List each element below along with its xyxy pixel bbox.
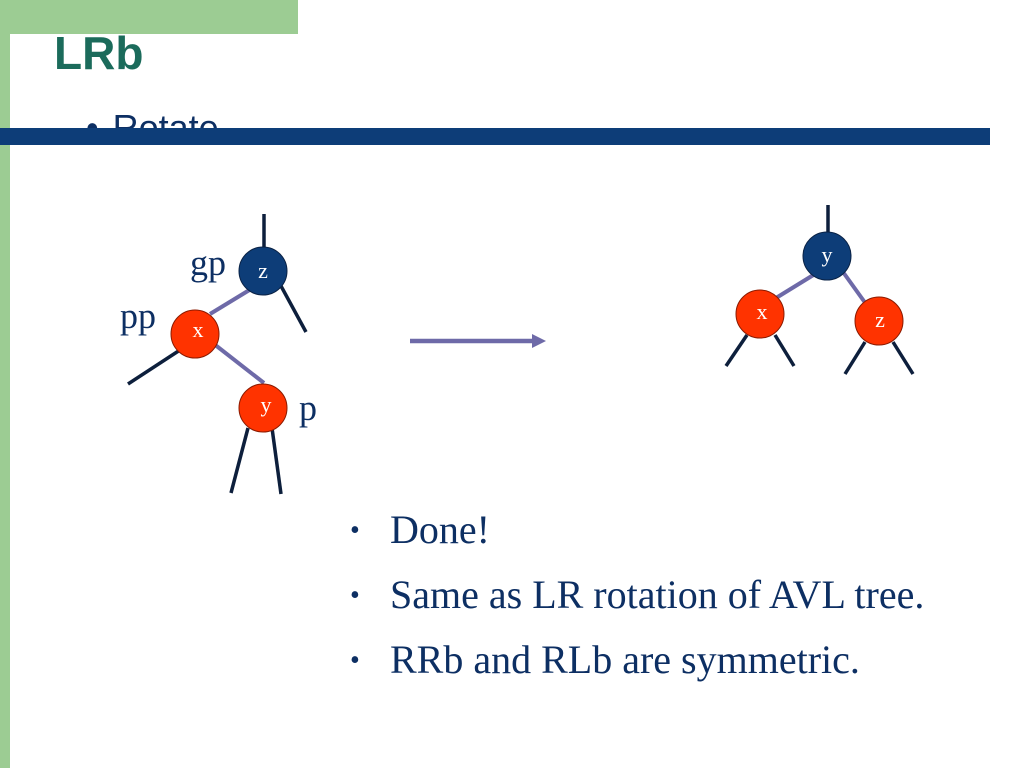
note-item: • Same as LR rotation of AVL tree.	[350, 570, 924, 635]
bullet-dot: •	[350, 645, 360, 676]
after-z-right-subtree	[891, 341, 915, 375]
green-side-band	[0, 0, 10, 768]
before-y-left-subtree	[229, 427, 250, 494]
tag-p: p	[299, 388, 317, 428]
arrow-head	[532, 334, 546, 348]
bullet-dot: •	[350, 580, 360, 611]
note-text: Done!	[390, 507, 490, 552]
before-node-y-label: y	[261, 392, 272, 417]
after-edge-y-x	[774, 272, 817, 300]
before-z-right-subtree	[279, 285, 308, 333]
before-node-y	[238, 383, 288, 433]
after-node-x	[735, 289, 785, 339]
after-z-left-subtree	[843, 341, 867, 375]
tag-pp: pp	[120, 296, 156, 336]
bullet-dot: •	[350, 515, 360, 546]
note-item: • RRb and RLb are symmetric.	[350, 635, 924, 700]
note-item: • Done!	[350, 505, 924, 570]
before-node-x	[170, 309, 220, 359]
before-y-right-subtree	[270, 427, 283, 495]
before-edge-x-y	[212, 342, 266, 385]
note-text: RRb and RLb are symmetric.	[390, 637, 860, 682]
rotation-arrow	[410, 334, 546, 348]
slide-title: LRb	[54, 27, 144, 79]
before-node-z	[238, 246, 288, 296]
notes-list: • Done! • Same as LR rotation of AVL tree.…	[350, 505, 924, 700]
before-x-left-subtree	[127, 348, 181, 386]
tag-gp: gp	[190, 243, 226, 283]
green-header-band	[0, 0, 298, 34]
after-tree: y x z	[724, 205, 915, 375]
after-x-right-subtree	[773, 334, 796, 367]
before-node-x-label: x	[193, 317, 204, 342]
before-node-z-label: z	[258, 258, 268, 283]
after-node-z-label: z	[875, 307, 885, 332]
after-edge-y-z	[841, 270, 868, 306]
before-tree: z x y gp pp p	[120, 214, 317, 495]
note-text: Same as LR rotation of AVL tree.	[390, 572, 925, 617]
after-node-z	[854, 296, 904, 346]
title-divider-bar	[0, 128, 990, 145]
after-node-x-label: x	[757, 299, 768, 324]
after-x-left-subtree	[724, 334, 749, 367]
after-node-y-label: y	[822, 242, 833, 267]
after-node-y	[802, 231, 852, 281]
before-edge-z-x	[208, 284, 258, 316]
